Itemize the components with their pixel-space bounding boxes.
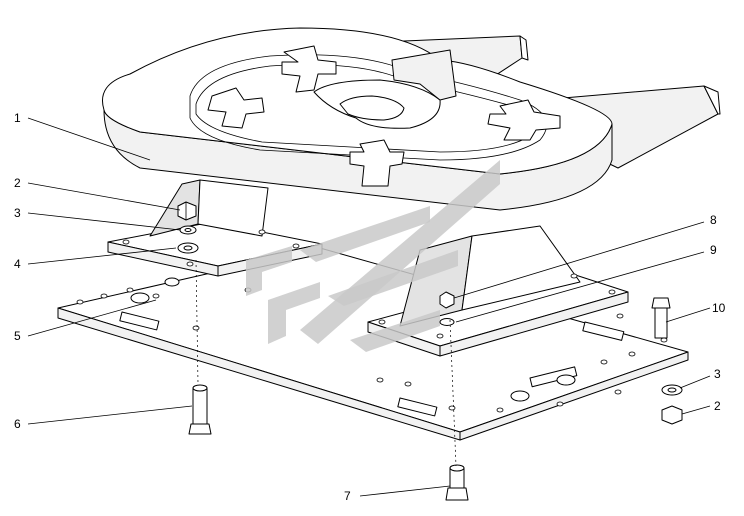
nut-2-loose (661, 405, 683, 425)
callout-2-right: 2 (714, 399, 721, 413)
callout-10: 10 (712, 301, 726, 315)
axis-bolt-6 (195, 259, 199, 385)
callout-3: 3 (14, 206, 21, 220)
watermark-logo (246, 160, 500, 352)
washer-9 (439, 318, 455, 326)
callout-2: 2 (14, 176, 21, 190)
callout-6: 6 (14, 417, 21, 431)
washer-3-upper (179, 225, 197, 235)
locking-slots (207, 45, 561, 187)
callout-3-right: 3 (714, 367, 721, 381)
callout-5: 5 (14, 329, 21, 343)
bolt-10 (651, 297, 671, 339)
bolt-6 (188, 384, 212, 435)
callout-8: 8 (710, 213, 717, 227)
nut-8 (439, 291, 455, 309)
callout-4: 4 (14, 257, 21, 271)
callout-7: 7 (344, 489, 351, 503)
callout-9: 9 (710, 243, 717, 257)
washer-3-loose (661, 384, 683, 396)
callout-1: 1 (14, 111, 21, 125)
washer-4-stack (177, 242, 199, 254)
leader-lines (27, 117, 711, 497)
nut-2-upper (177, 201, 197, 221)
axis-bolt-7 (449, 319, 457, 467)
bolt-7 (445, 464, 469, 501)
